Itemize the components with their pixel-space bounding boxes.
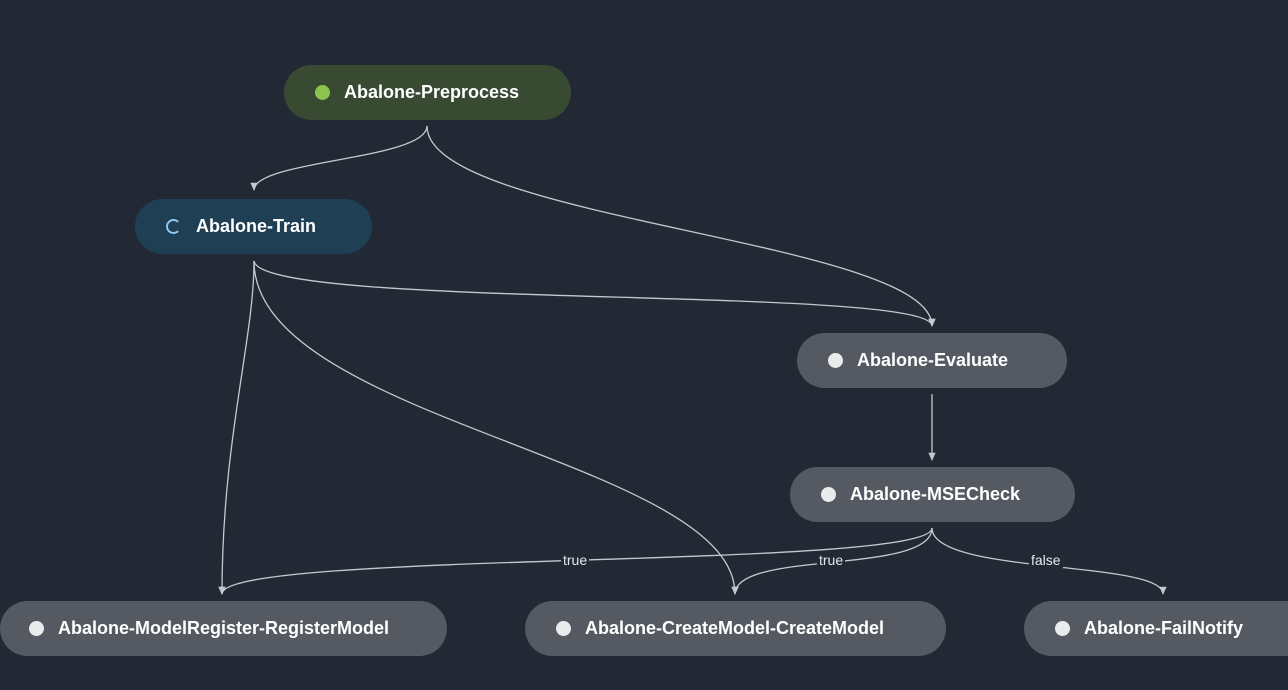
- status-executing-spinner-icon: [166, 219, 181, 234]
- edge-label-msecheck-failnotify: false: [1029, 552, 1063, 568]
- status-pending-icon: [1055, 621, 1070, 636]
- edge-train-evaluate: [253, 260, 936, 327]
- step-label-createmodel: Abalone-CreateModel-CreateModel: [585, 618, 885, 638]
- step-label-preprocess: Abalone-Preprocess: [344, 82, 520, 102]
- status-pending-icon: [828, 353, 843, 368]
- edge-preprocess-evaluate: [426, 125, 936, 327]
- edge-label-msecheck-register: true: [561, 552, 590, 568]
- step-node-createmodel[interactable]: Abalone-CreateModel-CreateModel: [525, 601, 946, 656]
- step-label-train: Abalone-Train: [196, 216, 317, 236]
- edge-train-createmodel: [253, 260, 739, 595]
- step-label-failnotify: Abalone-FailNotify: [1084, 618, 1244, 638]
- edge-train-register: [218, 260, 255, 595]
- step-node-failnotify[interactable]: Abalone-FailNotify: [1024, 601, 1288, 656]
- step-label-register: Abalone-ModelRegister-RegisterModel: [58, 618, 390, 638]
- step-node-preprocess[interactable]: Abalone-Preprocess: [284, 65, 571, 120]
- step-node-register[interactable]: Abalone-ModelRegister-RegisterModel: [0, 601, 447, 656]
- status-pending-icon: [556, 621, 571, 636]
- step-label-evaluate: Abalone-Evaluate: [857, 350, 1009, 370]
- step-node-msecheck[interactable]: Abalone-MSECheck: [790, 467, 1075, 522]
- status-pending-icon: [821, 487, 836, 502]
- edge-preprocess-train: [250, 125, 428, 191]
- step-node-train[interactable]: Abalone-Train: [135, 199, 372, 254]
- status-pending-icon: [29, 621, 44, 636]
- edge-label-msecheck-createmodel: true: [817, 552, 846, 568]
- status-succeeded-icon: [315, 85, 330, 100]
- step-label-msecheck: Abalone-MSECheck: [850, 484, 1021, 504]
- step-node-evaluate[interactable]: Abalone-Evaluate: [797, 333, 1067, 388]
